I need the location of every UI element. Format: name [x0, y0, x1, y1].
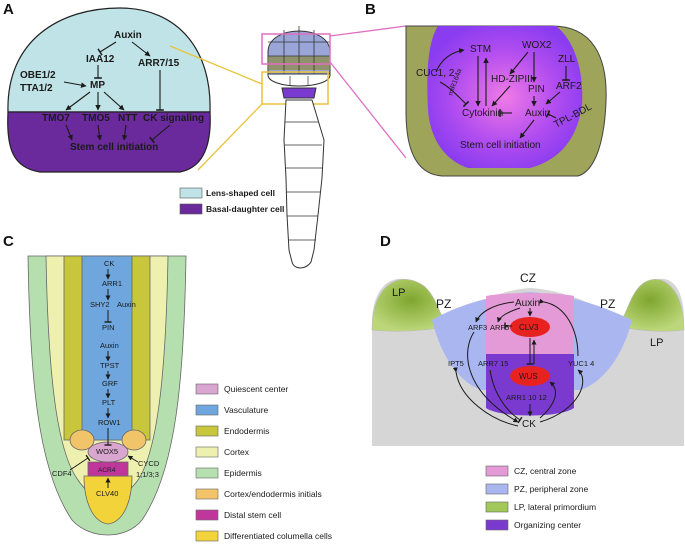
c-legend-6: Distal stem cell — [224, 510, 281, 520]
c-legend-4: Epidermis — [224, 468, 262, 478]
a-arr7-15: ARR7/15 — [138, 58, 180, 69]
panel-d-label: D — [380, 233, 391, 250]
panel-c-label: C — [3, 233, 14, 250]
b-auxin: Auxin — [525, 108, 550, 119]
c-grf: GRF — [102, 379, 118, 388]
d-lp-left-label: LP — [392, 287, 405, 299]
d-cz-label: CZ — [520, 271, 536, 285]
c-legend-2: Endodermis — [224, 426, 269, 436]
a-legend: Lens-shaped cell Basal-daughter cell — [179, 187, 284, 215]
a-obe: OBE1/2 — [20, 70, 56, 81]
c-auxin: Auxin — [100, 341, 119, 350]
d-pz-right: PZ — [600, 297, 615, 311]
d-legend-3: Organizing center — [514, 520, 581, 530]
d-legend-1: PZ, peripheral zone — [514, 484, 588, 494]
panel-b-label: B — [365, 1, 376, 18]
a-tta: TTA1/2 — [20, 83, 53, 94]
a-arrows — [63, 41, 171, 144]
panel-b: B STM WOX2 ZLL CUC1, 2 miR164a HD-ZIPIII… — [365, 1, 607, 177]
b-stem-cell-initiation: Stem cell initiation — [460, 140, 541, 151]
c-legend-0: Quiescent center — [224, 384, 288, 394]
c-shy2: SHY2 — [90, 300, 110, 309]
c-acr4: ACR4 — [98, 467, 116, 474]
d-auxin: Auxin — [515, 298, 540, 309]
a-legend-lens: Lens-shaped cell — [206, 188, 275, 198]
d-arrows — [452, 298, 584, 427]
a-tmo5: TMO5 — [82, 113, 110, 124]
a-legend-basal: Basal-daughter cell — [206, 204, 284, 214]
c-arr1: ARR1 — [102, 279, 122, 288]
b-zll: ZLL — [558, 54, 576, 65]
c-cdf4: CDF4 — [52, 469, 72, 478]
b-hdzip: HD-ZIPIII — [491, 74, 533, 85]
c-plt: PLT — [102, 398, 116, 407]
c-shy2-auxin: Auxin — [117, 300, 136, 309]
b-wox2: WOX2 — [522, 40, 552, 51]
c-legend-7: Differentiated columella cells — [224, 531, 332, 541]
b-arrows — [435, 48, 570, 139]
panel-d: D CZ PZ PZ LP LP Auxin ARF3 ARF5 CLV3 IP… — [371, 233, 685, 531]
embryo-drawing — [169, 25, 407, 269]
c-ck: CK — [104, 259, 114, 268]
c-tpst: TPST — [100, 361, 120, 370]
b-pin: PIN — [528, 84, 545, 95]
c-legend-3: Cortex — [224, 447, 250, 457]
c-wox5: WOX5 — [96, 447, 118, 456]
a-iaa12: IAA12 — [86, 54, 115, 65]
b-meristem-region — [427, 26, 583, 168]
d-lp-right — [615, 279, 685, 332]
b-stm: STM — [470, 44, 491, 55]
c-legend: Quiescent center Vasculature Endodermis … — [195, 383, 332, 542]
d-wus: WUS — [519, 372, 538, 381]
basal-daughter-cell — [7, 111, 211, 173]
d-ipt5: IPT5 — [448, 359, 464, 368]
d-legend-2: LP, lateral primordium — [514, 502, 596, 512]
a-ntt: NTT — [118, 113, 137, 124]
d-ck: CK — [522, 419, 536, 430]
b-arf2: ARF2 — [556, 81, 582, 92]
c-legend-5: Cortex/endodermis initials — [224, 489, 322, 499]
d-yuc: YUC1 4 — [568, 359, 594, 368]
panel-c: C CK ARR1 SHY2 Auxin PIN Auxin TPST GRF … — [3, 233, 332, 542]
a-mp: MP — [90, 80, 105, 91]
c-cycd-sub: 1;1/3;3 — [136, 470, 159, 479]
c-clv40: CLV40 — [96, 489, 118, 498]
d-lp-left — [371, 279, 451, 332]
d-arr1-10-12: ARR1 10 12 — [506, 393, 547, 402]
a-auxin: Auxin — [114, 30, 142, 41]
d-lp-right-label: LP — [650, 337, 663, 349]
d-arf5: ARF5 — [490, 323, 509, 332]
b-cytokinin: Cytokinin — [462, 108, 503, 119]
c-chain: CK ARR1 SHY2 Auxin PIN Auxin TPST GRF PL… — [52, 259, 160, 498]
a-stem-cell-initiation: Stem cell initiation — [70, 142, 158, 153]
d-arf3: ARF3 — [468, 323, 487, 332]
a-ck-signaling: CK signaling — [143, 113, 204, 124]
c-row1: ROW1 — [98, 418, 121, 427]
panel-a: A Auxin IAA12 ARR7/15 OBE1/2 TTA1/2 MP T… — [3, 1, 284, 215]
d-legend: CZ, central zone PZ, peripheral zone LP,… — [485, 465, 596, 531]
c-arrows — [69, 269, 139, 488]
a-tmo7: TMO7 — [42, 113, 70, 124]
c-columella — [83, 475, 133, 525]
d-legend-0: CZ, central zone — [514, 466, 577, 476]
c-pin: PIN — [102, 323, 115, 332]
d-pz-left: PZ — [436, 297, 451, 311]
d-clv3: CLV3 — [519, 323, 539, 332]
d-arr7-15: ARR7 15 — [478, 359, 508, 368]
c-cycd: CYCD — [138, 459, 160, 468]
c-legend-1: Vasculature — [224, 405, 269, 415]
b-cuc: CUC1, 2 — [416, 68, 455, 79]
panel-a-label: A — [3, 1, 14, 18]
